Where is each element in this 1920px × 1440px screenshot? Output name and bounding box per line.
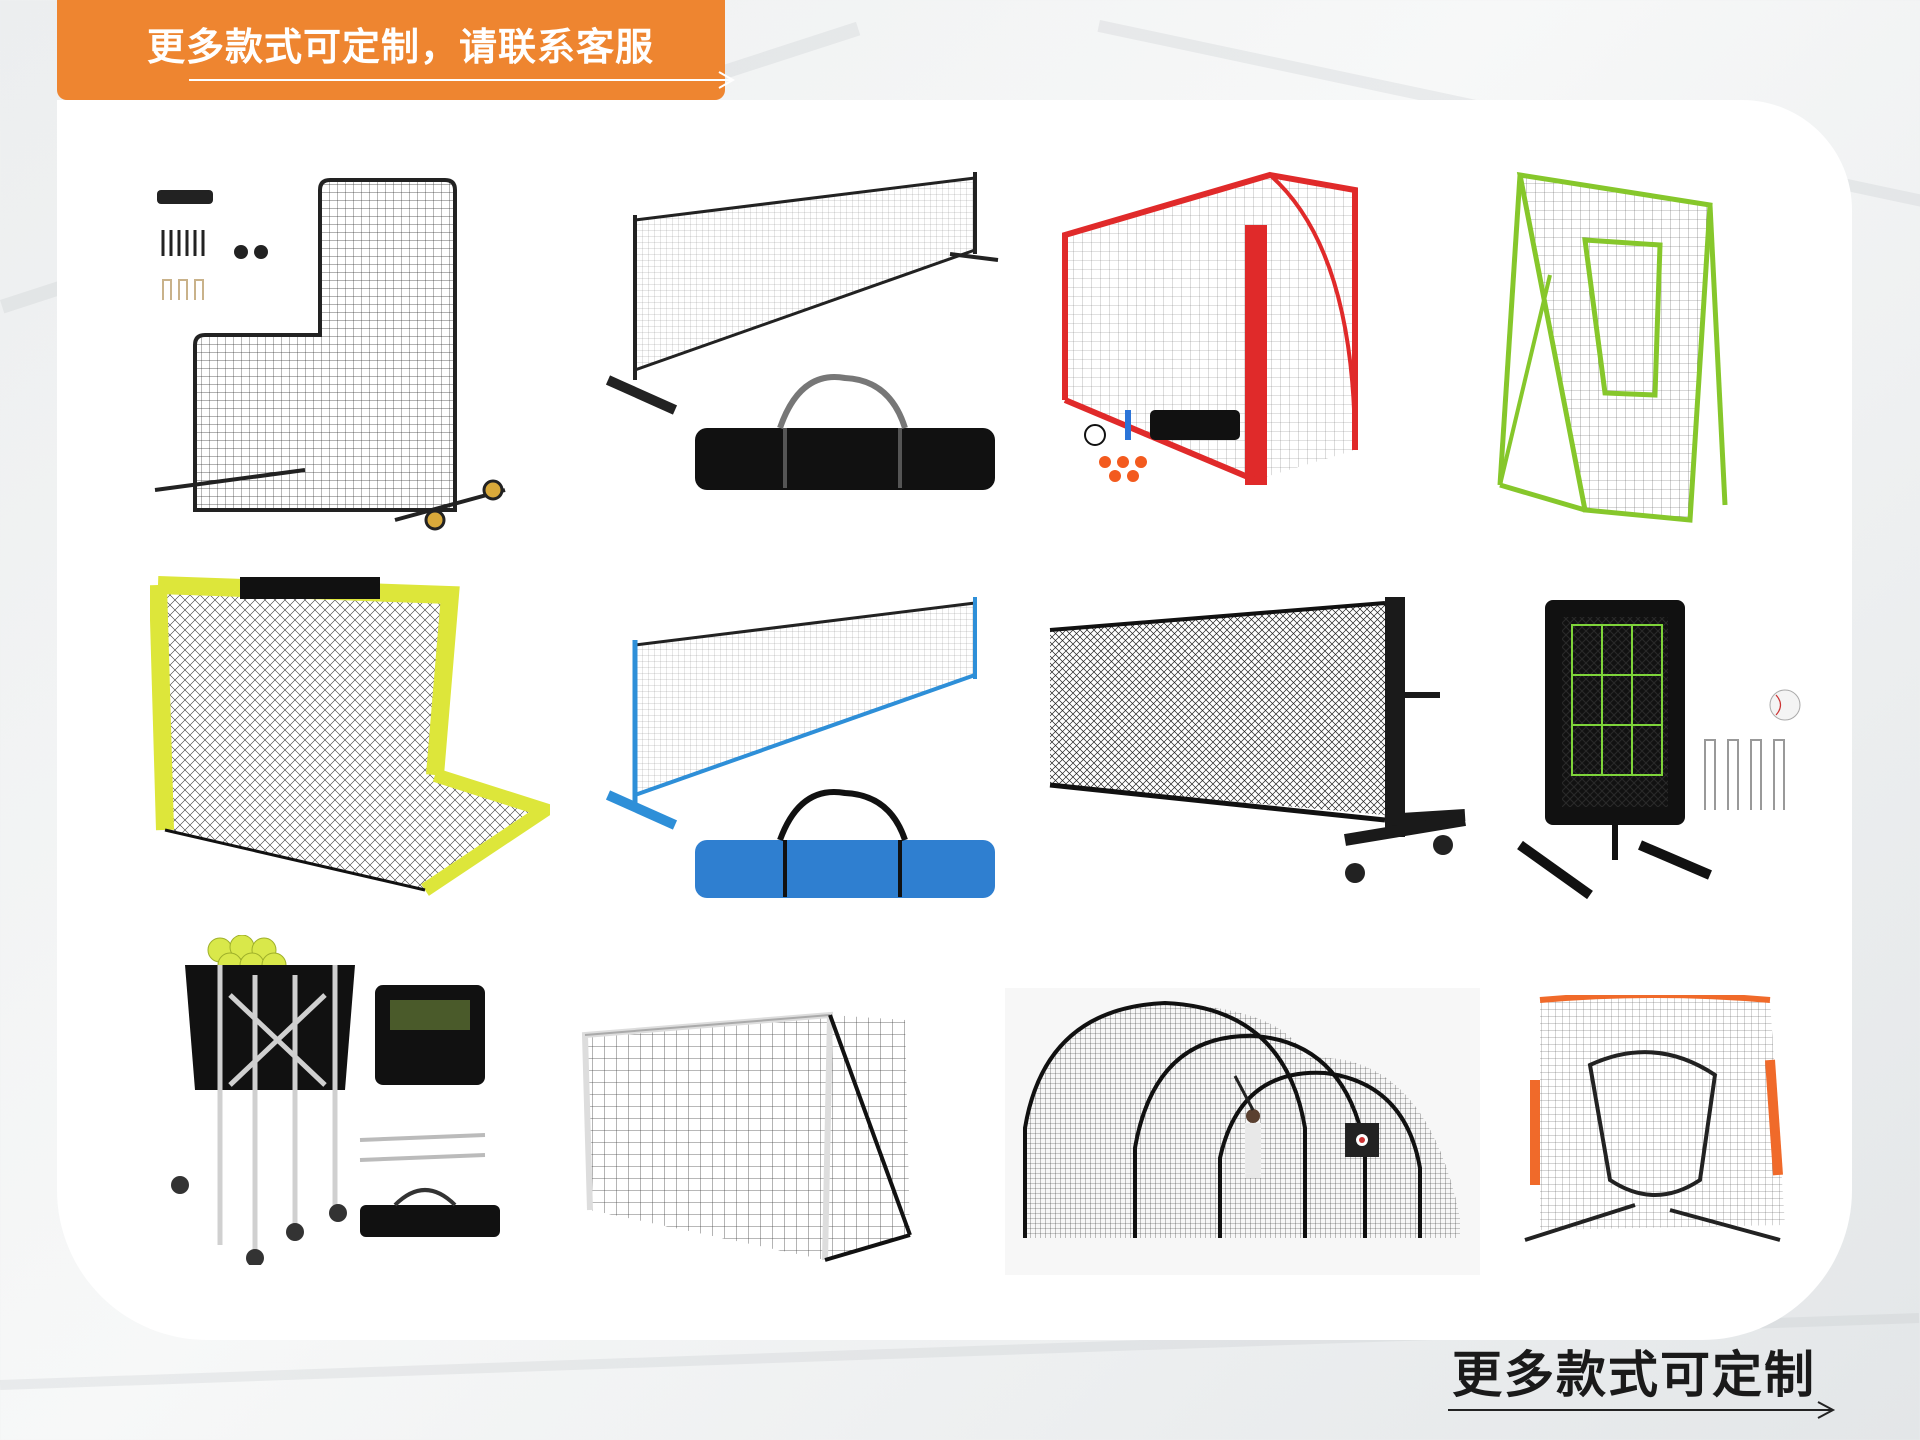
product-card[interactable]	[600, 170, 1010, 500]
product-card[interactable]	[160, 935, 505, 1265]
product-card[interactable]	[600, 595, 1010, 905]
product-card[interactable]	[1045, 595, 1475, 895]
product-card[interactable]	[580, 1010, 915, 1270]
product-card[interactable]	[1510, 595, 1810, 910]
footer-title: 更多款式可定制	[1452, 1346, 1816, 1404]
product-card[interactable]	[1490, 165, 1750, 530]
arrow-right-icon	[1448, 1401, 1836, 1419]
orange-baseball-hitting-net-icon	[1524, 995, 1785, 1242]
tennis-ball-cart-icon	[171, 935, 500, 1265]
pickleball-net-blue-icon	[605, 597, 995, 898]
product-card[interactable]	[1520, 995, 1790, 1255]
banner-title: 更多款式可定制，请联系客服	[147, 25, 655, 69]
pickleball-net-black-icon	[605, 172, 999, 490]
product-card[interactable]	[1005, 988, 1480, 1275]
strike-zone-pitching-target-icon	[1517, 600, 1801, 900]
white-soccer-goal-icon	[581, 1011, 912, 1262]
product-card[interactable]	[150, 575, 550, 905]
tennis-net-wheeled-stand-icon	[1049, 597, 1466, 883]
batting-cage-tunnel-icon	[1023, 1000, 1460, 1238]
product-card[interactable]	[1055, 170, 1375, 490]
green-rebounder-net-icon	[1497, 171, 1728, 523]
arrow-right-icon	[189, 71, 735, 89]
l-screen-pitching-net-icon	[154, 178, 506, 531]
yellow-popup-soccer-goal-icon	[150, 576, 550, 896]
contact-banner: 更多款式可定制，请联系客服	[57, 0, 735, 100]
product-card[interactable]	[145, 160, 525, 540]
red-soccer-goal-icon	[1062, 171, 1358, 485]
